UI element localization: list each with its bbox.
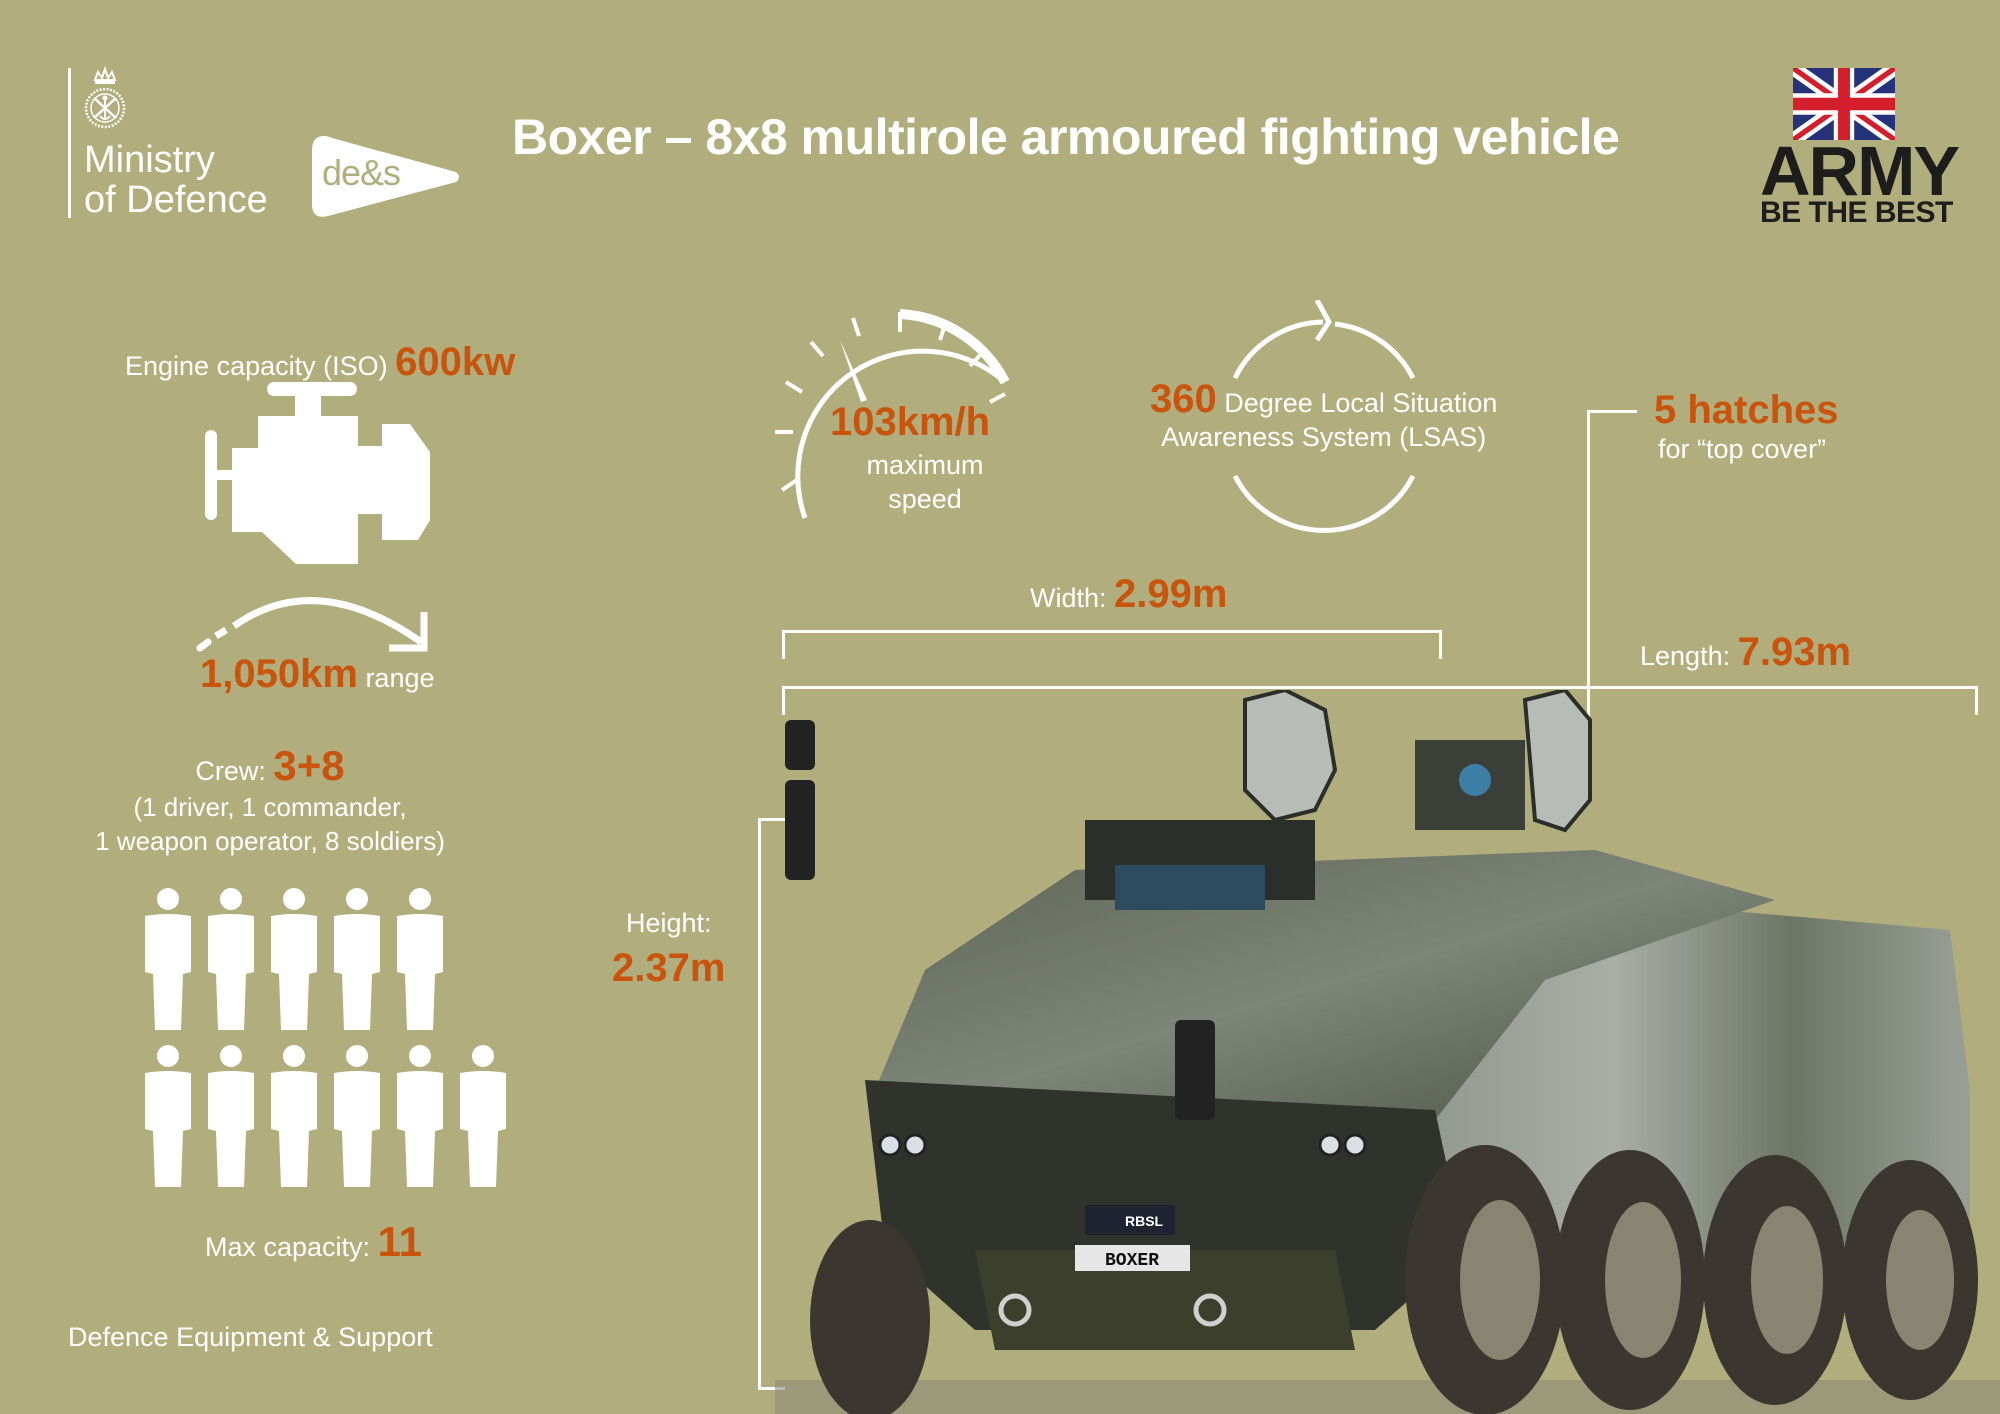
person-icon: [208, 1045, 254, 1187]
engine-capacity-label: Engine capacity (ISO): [125, 351, 388, 381]
width-bracket: [782, 630, 1442, 659]
height-label: Height:: [626, 908, 712, 938]
person-icon: [334, 888, 380, 1030]
boxer-vehicle-image: RBSL BOXER: [775, 690, 2000, 1414]
vehicle-badge-text: RBSL: [1125, 1213, 1164, 1229]
person-icon: [397, 888, 443, 1030]
engine-capacity-stat: Engine capacity (ISO) 600kw: [125, 340, 515, 385]
lsas-label-line1: Degree Local Situation: [1224, 388, 1498, 418]
range-label: range: [365, 663, 435, 693]
vehicle-plate-text: BOXER: [1105, 1251, 1159, 1271]
width-label: Width:: [1030, 583, 1107, 613]
range-stat: 1,050km range: [200, 652, 435, 697]
mod-logo-divider: [68, 68, 71, 218]
mod-name-line2: of Defence: [84, 179, 268, 221]
hatches-callout-tick: [1587, 410, 1637, 413]
page-title: Boxer – 8x8 multirole armoured fighting …: [512, 109, 1620, 165]
person-icon: [145, 888, 191, 1030]
person-icon: [271, 1045, 317, 1187]
person-icon: [145, 1045, 191, 1187]
height-value: 2.37m: [612, 946, 726, 990]
hatches-value: 5 hatches: [1654, 388, 1839, 432]
length-label: Length:: [1640, 641, 1731, 671]
union-flag-icon: [1793, 68, 1895, 140]
hatches-label: for “top cover”: [1658, 434, 1827, 464]
range-value: 1,050km: [200, 652, 358, 696]
lsas-label-line2: Awareness System (LSAS): [1161, 422, 1487, 452]
hatches-callout-line: [1587, 410, 1590, 722]
crew-breakdown: (1 driver, 1 commander, 1 weapon operato…: [0, 790, 540, 858]
des-logo-text: de&s: [322, 152, 401, 193]
mod-name-line1: Ministry: [84, 139, 215, 181]
max-speed-label: maximum speed: [840, 448, 1010, 516]
person-icon: [397, 1045, 443, 1187]
max-capacity-value: 11: [377, 1218, 422, 1265]
person-icon: [460, 1045, 506, 1187]
curved-arrow-icon: [196, 597, 428, 652]
lsas-value: 360: [1150, 377, 1217, 421]
height-bracket: [758, 818, 785, 1390]
footer-organisation: Defence Equipment & Support: [68, 1322, 433, 1352]
max-capacity-stat: Max capacity: 11: [205, 1218, 422, 1266]
max-speed-label-line1: maximum: [866, 450, 984, 480]
army-logo-wordmark: ARMY: [1760, 132, 1960, 210]
length-stat: Length: 7.93m: [1640, 630, 1851, 675]
max-speed-label-line2: speed: [888, 484, 962, 514]
lsas-stat: 360 Degree Local Situation Awareness Sys…: [1150, 379, 1498, 454]
army-logo-tagline: BE THE BEST: [1760, 196, 1953, 229]
width-value: 2.99m: [1114, 572, 1228, 616]
length-bracket: [782, 686, 1978, 715]
engine-icon: [205, 382, 430, 564]
rotate-circle-icon: [1232, 300, 1416, 533]
person-icon: [208, 888, 254, 1030]
max-capacity-label: Max capacity:: [205, 1232, 371, 1262]
des-logo-icon: [312, 136, 459, 217]
max-speed-value: 103km/h: [830, 400, 991, 444]
person-icon: [271, 888, 317, 1030]
width-stat: Width: 2.99m: [1030, 572, 1227, 617]
mod-wordmark: Ministry of Defence: [84, 140, 268, 220]
crew-stat: Crew: 3+8: [0, 742, 540, 790]
length-value: 7.93m: [1737, 630, 1852, 674]
mod-crest-icon: [84, 66, 126, 129]
crew-breakdown-line2: 1 weapon operator, 8 soldiers): [95, 826, 445, 856]
crew-breakdown-line1: (1 driver, 1 commander,: [133, 792, 407, 822]
engine-capacity-value: 600kw: [395, 340, 516, 384]
speedometer-icon: [775, 309, 1010, 519]
person-icon: [334, 1045, 380, 1187]
crew-value: 3+8: [273, 742, 345, 789]
crew-label: Crew:: [195, 756, 266, 786]
